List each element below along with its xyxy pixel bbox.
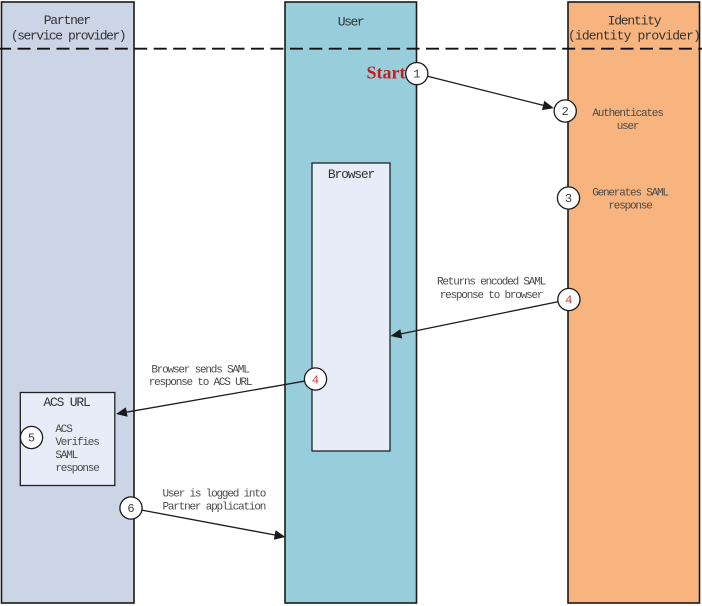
- svg-text:SAML: SAML: [55, 450, 77, 462]
- svg-text:Browser: Browser: [328, 167, 375, 182]
- svg-text:Authenticates: Authenticates: [592, 108, 663, 120]
- svg-text:response to ACS URL: response to ACS URL: [149, 377, 252, 389]
- svg-text:user: user: [617, 121, 639, 133]
- svg-text:Generates SAML: Generates SAML: [592, 188, 668, 200]
- svg-text:(identity provider): (identity provider): [568, 29, 700, 44]
- svg-text:ACS: ACS: [55, 424, 73, 436]
- svg-text:6: 6: [127, 502, 134, 516]
- svg-text:User: User: [338, 15, 364, 30]
- svg-text:Partner application: Partner application: [163, 502, 266, 514]
- svg-text:User is logged into: User is logged into: [163, 489, 266, 501]
- svg-text:Partner: Partner: [44, 13, 91, 28]
- svg-text:4: 4: [312, 373, 319, 387]
- svg-text:response: response: [608, 201, 652, 213]
- svg-text:5: 5: [28, 432, 35, 446]
- svg-text:1: 1: [413, 68, 420, 82]
- svg-text:response to browser: response to browser: [440, 290, 543, 302]
- svg-text:(service provider): (service provider): [11, 29, 125, 44]
- svg-text:Returns encoded SAML: Returns encoded SAML: [437, 277, 546, 289]
- svg-text:Browser sends SAML: Browser sends SAML: [151, 365, 249, 377]
- svg-text:Verifies: Verifies: [55, 437, 99, 449]
- svg-text:Start: Start: [367, 63, 406, 83]
- svg-text:response: response: [55, 463, 99, 475]
- svg-text:3: 3: [565, 192, 572, 206]
- svg-text:2: 2: [562, 105, 569, 119]
- svg-text:4: 4: [565, 294, 572, 308]
- svg-text:Identity: Identity: [608, 14, 662, 29]
- svg-text:ACS URL: ACS URL: [43, 395, 90, 410]
